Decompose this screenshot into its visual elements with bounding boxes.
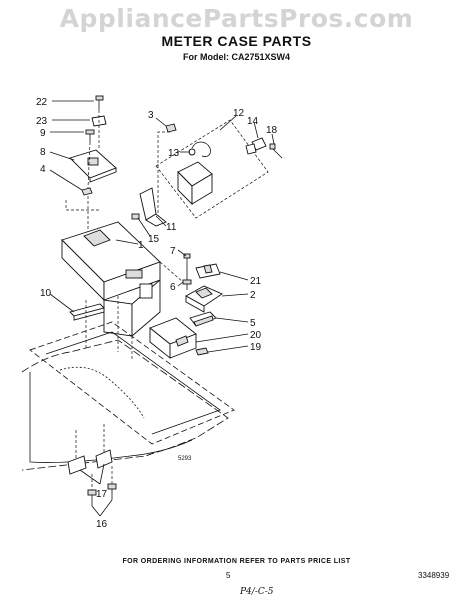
leader-lines [49, 100, 275, 517]
callout-20: 20 [250, 330, 262, 341]
handwritten-note: P4/-C-5 [240, 587, 274, 597]
part-screw-22 [95, 95, 104, 110]
diagram-code: 5293 [178, 456, 192, 462]
part-tray-20 [149, 317, 197, 359]
part-meter-case-1 [61, 221, 161, 337]
part-screw-6 [182, 258, 192, 290]
part-harness-13 [188, 141, 211, 157]
callout-12: 12 [233, 108, 245, 119]
part-screw-16-right [107, 483, 117, 500]
callout-15: 15 [148, 234, 160, 245]
part-bracket-17-left [67, 455, 87, 475]
part-meter-12 [177, 161, 213, 206]
part-screw-7 [183, 253, 191, 259]
callout-5: 5 [250, 318, 256, 329]
part-screw-16-left [87, 489, 97, 506]
watermark: AppliancePartsPros.com [59, 4, 414, 33]
callout-11: 11 [166, 222, 177, 233]
part-clip-21 [195, 263, 221, 279]
callout-14: 14 [247, 116, 259, 127]
callout-16: 16 [96, 519, 108, 530]
part-strip-10 [69, 303, 105, 321]
part-screw-9 [85, 129, 95, 142]
part-bracket-17-right [95, 449, 113, 469]
part-screw-19 [195, 347, 209, 356]
callout-21: 21 [250, 276, 262, 287]
callout-9: 9 [40, 128, 46, 139]
ordering-note: FOR ORDERING INFORMATION REFER TO PARTS … [122, 558, 351, 565]
callout-23: 23 [36, 116, 48, 127]
callout-18: 18 [266, 125, 278, 136]
callout-13: 13 [168, 148, 180, 159]
document-number: 3348939 [418, 571, 450, 580]
callout-10: 10 [40, 288, 52, 299]
callout-7: 7 [170, 246, 176, 257]
part-bracket-11 [139, 187, 167, 227]
callout-3: 3 [148, 110, 154, 121]
callout-8: 8 [40, 147, 46, 158]
part-nut-4 [81, 187, 93, 196]
page-title: METER CASE PARTS [161, 33, 312, 49]
page-number: 5 [226, 571, 231, 580]
model-subtitle: For Model: CA2751XSW4 [182, 52, 291, 62]
part-bracket-8 [69, 149, 117, 183]
callout-2: 2 [250, 290, 256, 301]
callout-1: 1 [138, 240, 144, 251]
callout-4: 4 [40, 164, 46, 175]
callout-22: 22 [36, 97, 48, 108]
part-clip-5 [189, 311, 217, 327]
part-connector-14 [245, 137, 267, 155]
part-screw-15 [131, 213, 140, 220]
callout-17: 17 [96, 489, 108, 500]
part-bracket-2 [185, 285, 223, 313]
part-screw-3 [165, 123, 177, 133]
callout-19: 19 [250, 342, 262, 353]
callout-labels: 22 23 9 8 4 3 12 14 18 13 11 15 1 7 6 21… [36, 97, 278, 530]
callout-6: 6 [170, 282, 176, 293]
part-screw-18 [269, 143, 283, 159]
cabinet-top-outline [21, 321, 235, 471]
